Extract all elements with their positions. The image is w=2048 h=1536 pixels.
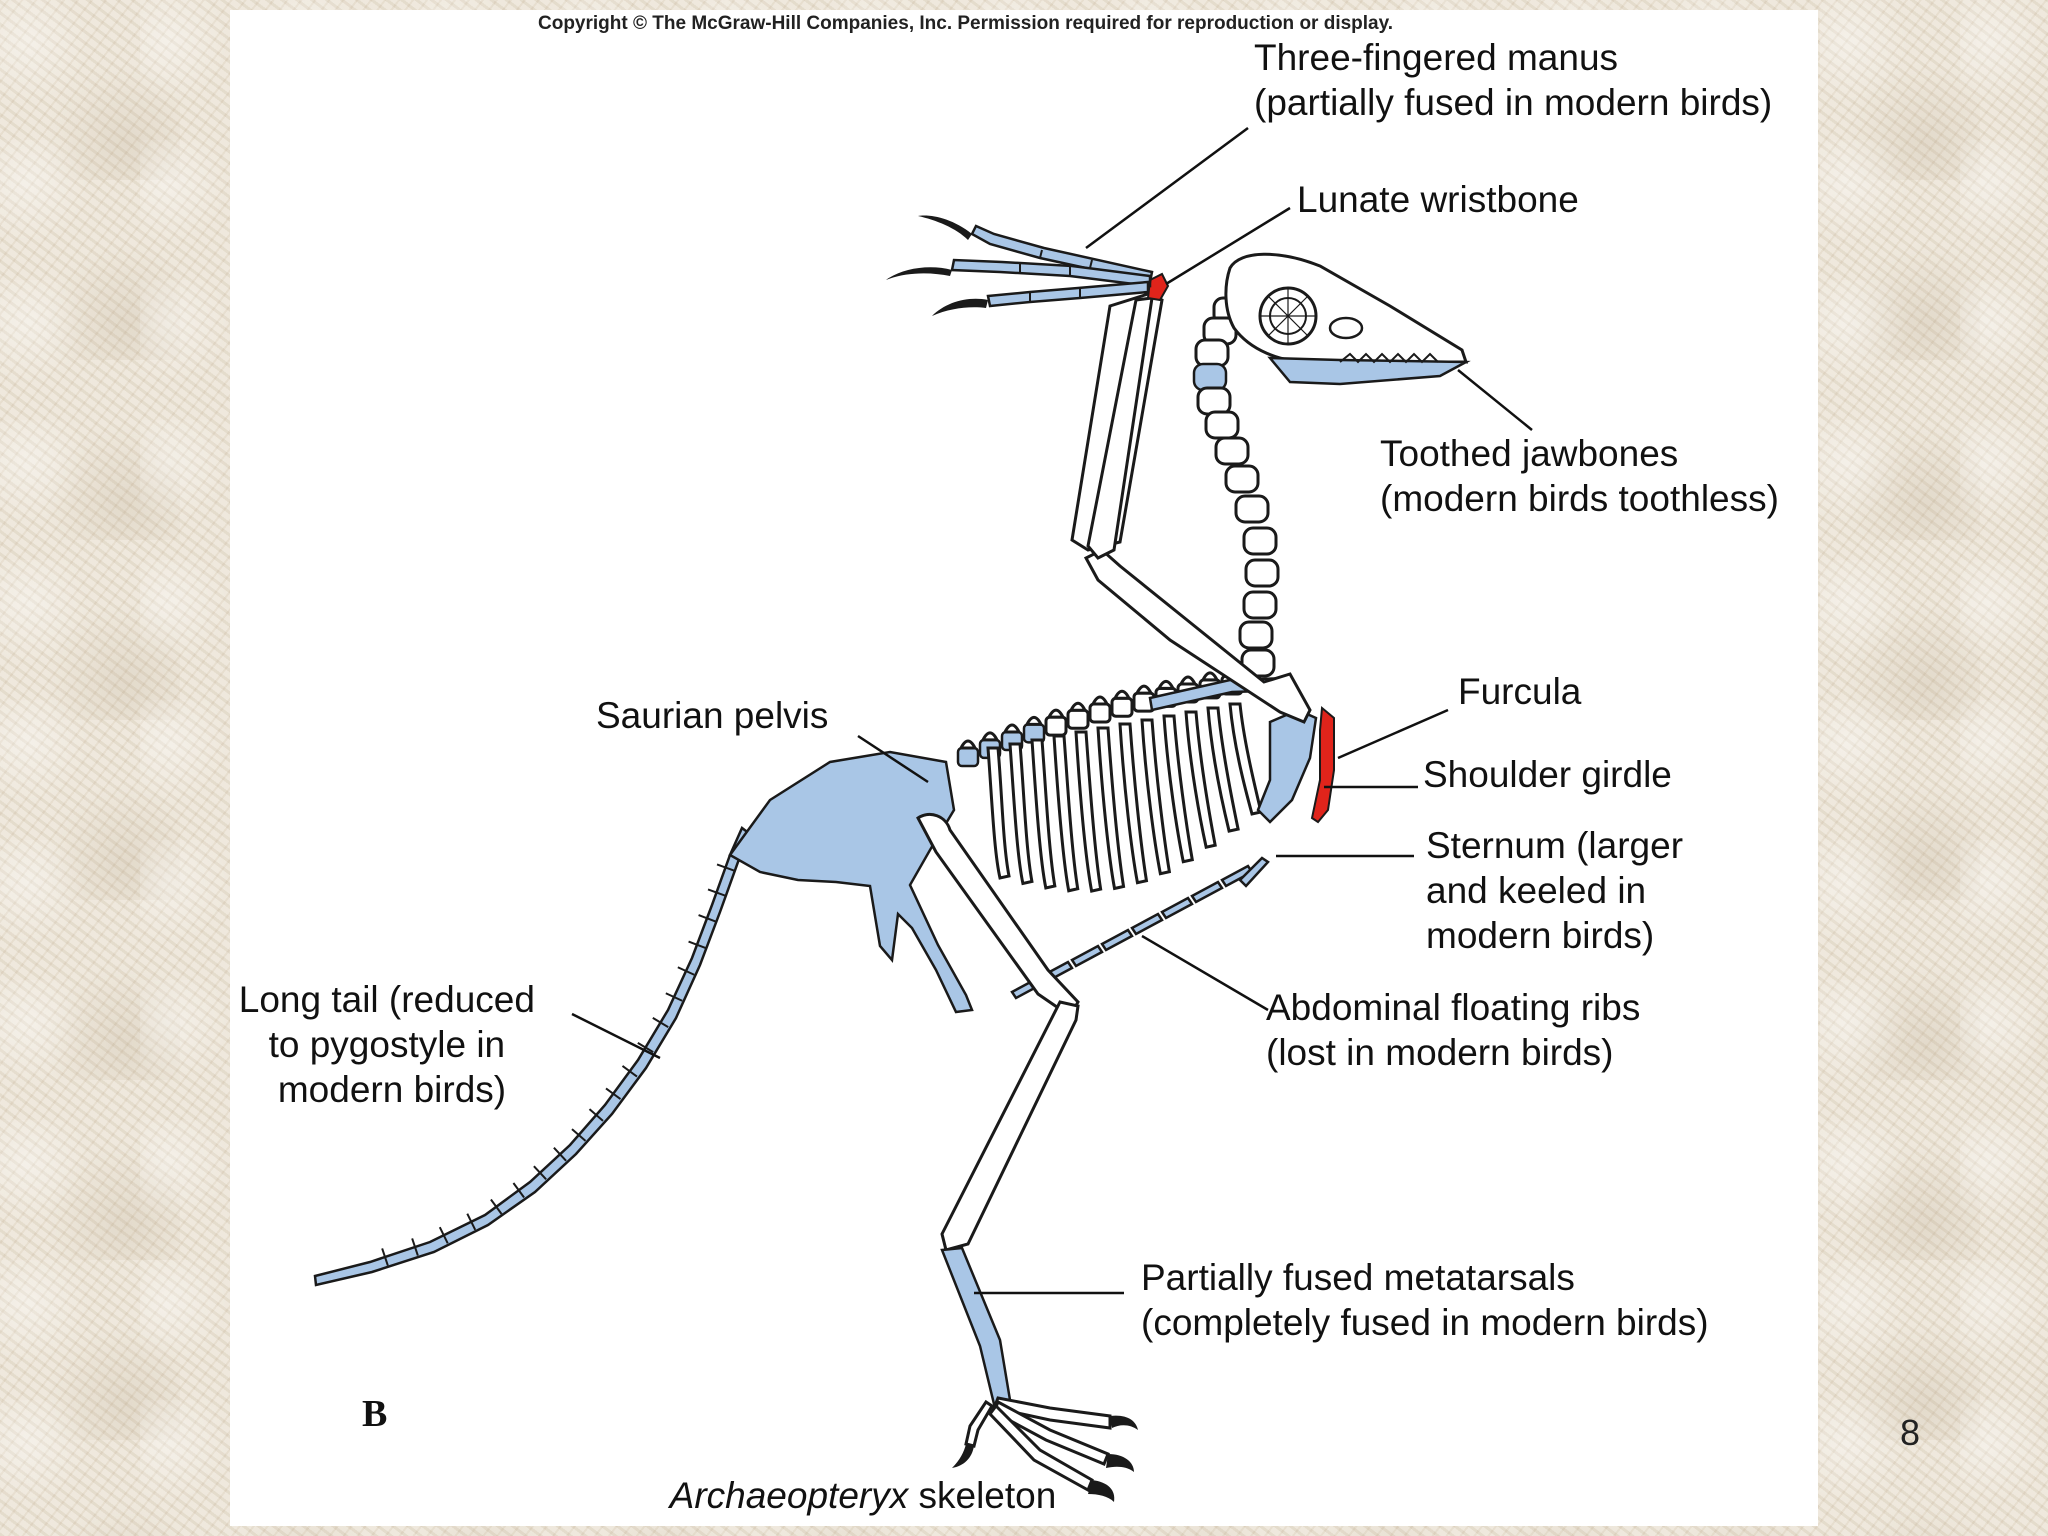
neck-vertebra (1194, 338, 1230, 368)
label-three-fingered-manus: Three-fingered manus (partially fused in… (1254, 37, 1772, 123)
rib (986, 746, 1011, 880)
label-saurian-pelvis: Saurian pelvis (596, 695, 828, 736)
neural-spine (1090, 695, 1110, 706)
slide-figure-panel: Copyright © The McGraw-Hill Companies, I… (230, 10, 1818, 1526)
neck-vertebrae (1192, 296, 1280, 678)
rib (1184, 710, 1217, 850)
tail-vertebra-joint (677, 966, 695, 976)
vertebra (1066, 708, 1090, 730)
tail-vertebra-joint (381, 1248, 389, 1266)
neck-vertebra (1238, 620, 1274, 650)
pelvis-bone (728, 750, 974, 1014)
tail-vertebra-joint (698, 914, 716, 923)
skull (1224, 252, 1471, 386)
rib (1008, 742, 1034, 886)
vertebra (1110, 696, 1134, 718)
label-abdominal-floating-ribs: Abdominal floating ribs (lost in modern … (1266, 987, 1651, 1073)
tail-vertebra-joint (466, 1213, 477, 1231)
tail-vertebra-joint (707, 888, 726, 897)
gastralia-rib (1160, 896, 1194, 920)
toes (952, 1396, 1138, 1502)
rib (1030, 738, 1057, 890)
vertebra (1044, 715, 1068, 737)
leader-lines (571, 126, 1533, 1295)
lunate-wristbone (1146, 272, 1170, 302)
ulna-bone (1086, 296, 1154, 560)
neck-vertebra (1204, 410, 1240, 440)
manus-fingers (886, 215, 1154, 316)
tail-vertebra-joint (411, 1238, 419, 1256)
tibia-bone (940, 1000, 1080, 1252)
page-number: 8 (1900, 1412, 1921, 1453)
neck-vertebra (1234, 494, 1270, 524)
neural-spine (1134, 684, 1154, 695)
label-sternum: Sternum (larger and keeled in modern bir… (1426, 825, 1693, 956)
neural-spine (1046, 708, 1066, 719)
gastralia-rib (1130, 912, 1164, 936)
neck-vertebra (1242, 526, 1278, 556)
neural-spine (1178, 675, 1198, 686)
tail-vertebra-joint (533, 1165, 547, 1181)
neck-vertebra (1192, 362, 1228, 392)
label-toothed-jawbones: Toothed jawbones (modern birds toothless… (1380, 433, 1779, 519)
vertebra (1088, 702, 1112, 724)
tail-vertebra-joint (688, 940, 706, 949)
label-lunate-wristbone: Lunate wristbone (1297, 179, 1579, 220)
neural-spine (1002, 723, 1022, 734)
rib (1074, 730, 1103, 893)
vertebra (956, 746, 980, 768)
label-long-tail: Long tail (reduced to pygostyle in moder… (239, 979, 545, 1110)
neck-vertebra (1244, 558, 1280, 588)
tail-vertebra-joint (512, 1182, 525, 1199)
neural-spine (1200, 671, 1220, 682)
rib (1140, 718, 1172, 876)
neural-spine (1112, 689, 1132, 700)
label-furcula: Furcula (1458, 671, 1582, 712)
neural-spine (1156, 679, 1176, 690)
copyright-notice: Copyright © The McGraw-Hill Companies, I… (538, 13, 1393, 34)
tail-vertebra-joint (588, 1108, 604, 1122)
tail-vertebra-joint (665, 992, 683, 1002)
labels: Three-fingered manus (partially fused in… (239, 37, 1779, 1343)
figure-caption: Archaeopteryx skeleton (668, 1475, 1057, 1516)
rib (1052, 734, 1080, 893)
rib (1206, 706, 1240, 833)
shoulder-girdle-bone (1256, 708, 1318, 824)
tail-vertebra-joint (621, 1065, 638, 1078)
neck-vertebra (1242, 590, 1278, 620)
tail-vertebra-joint (438, 1226, 449, 1244)
gastralia-rib (1100, 928, 1134, 952)
humerus-bone (1083, 548, 1312, 724)
neural-spine (1024, 715, 1044, 726)
skeleton (313, 215, 1471, 1502)
sternum-bone (1238, 856, 1270, 888)
tail-vertebra-joint (637, 1042, 654, 1053)
neural-spine (980, 731, 1000, 742)
rib (1096, 726, 1126, 891)
tail-vertebra-joint (571, 1128, 587, 1142)
tail-vertebra-joint (605, 1087, 622, 1100)
tail-vertebra-joint (716, 863, 735, 872)
gastralia-rib (1070, 944, 1104, 968)
archaeopteryx-skeleton-diagram: Copyright © The McGraw-Hill Companies, I… (239, 13, 1779, 1516)
tail-vertebra-joint (553, 1146, 567, 1162)
panel-letter: B (362, 1393, 387, 1435)
neural-spine (958, 739, 978, 750)
rib (1162, 714, 1194, 864)
label-partially-fused-metatarsals: Partially fused metatarsals (completely … (1141, 1257, 1709, 1343)
label-shoulder-girdle: Shoulder girdle (1423, 754, 1672, 795)
neural-spine (1068, 701, 1088, 712)
furcula-bone (1310, 706, 1335, 824)
tail-vertebra-joint (652, 1017, 669, 1028)
gastralia-rib (1190, 880, 1224, 904)
rib (1118, 722, 1149, 885)
tail-vertebra-joint (490, 1198, 503, 1215)
rib (1228, 702, 1263, 816)
neck-vertebra (1196, 386, 1232, 416)
neck-vertebra (1214, 436, 1250, 466)
neck-vertebra (1224, 464, 1260, 494)
metatarsal-bone (940, 1246, 1012, 1406)
